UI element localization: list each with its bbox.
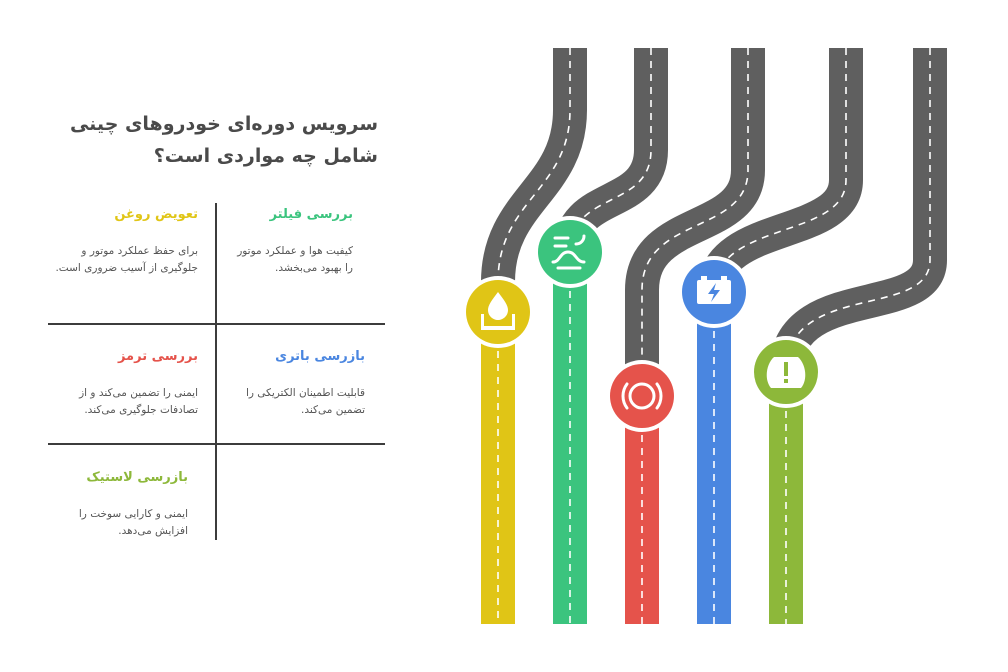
node-tire <box>750 336 822 408</box>
node-brake <box>606 360 678 432</box>
item-heading: بررسی فیلتر <box>269 207 353 222</box>
lane-battery <box>697 292 731 624</box>
lane-brake <box>625 396 659 624</box>
grid-divider-horizontal-2 <box>48 443 385 445</box>
item-brake-check: بررسی ترمز ایمنی را تضمین می‌کند و از تص… <box>48 347 198 419</box>
battery-icon <box>697 276 731 304</box>
item-text: ایمنی را تضمین می‌کند و از تصادفات جلوگی… <box>79 387 198 416</box>
oil-drop-icon <box>481 292 515 330</box>
node-battery <box>678 256 750 328</box>
item-heading: بازرسی لاستیک <box>86 470 188 485</box>
item-text: برای حفظ عملکرد موتور و جلوگیری از آسیب … <box>55 245 198 274</box>
grid-divider-horizontal-1 <box>48 323 385 325</box>
item-heading: تعویض روغن <box>114 207 198 222</box>
item-battery-inspection: بازرسی باتری قابلیت اطمینان الکتریکی را … <box>235 347 365 419</box>
grid-divider-vertical <box>215 203 217 540</box>
brake-warning-icon <box>621 382 663 410</box>
item-text: کیفیت هوا و عملکرد موتور را بهبود می‌بخش… <box>237 245 353 274</box>
item-text: ایمنی و کارایی سوخت را افزایش می‌دهد. <box>78 508 188 537</box>
item-heading: بررسی ترمز <box>117 349 198 364</box>
air-filter-icon <box>551 234 586 270</box>
item-oil-change: تعویض روغن برای حفظ عملکرد موتور و جلوگی… <box>48 205 198 277</box>
page-title: سرویس دوره‌ای خودروهای چینی شامل چه موار… <box>69 113 378 167</box>
node-filter <box>534 216 606 288</box>
item-heading: بازرسی باتری <box>275 349 365 364</box>
item-tire-inspection: بازرسی لاستیک ایمنی و کارایی سوخت را افز… <box>48 468 188 540</box>
node-oil <box>462 276 534 348</box>
item-filter-check: بررسی فیلتر کیفیت هوا و عملکرد موتور را … <box>235 205 353 277</box>
tire-pressure-icon <box>766 357 806 388</box>
item-text: قابلیت اطمینان الکتریکی را تضمین می‌کند. <box>245 387 365 416</box>
